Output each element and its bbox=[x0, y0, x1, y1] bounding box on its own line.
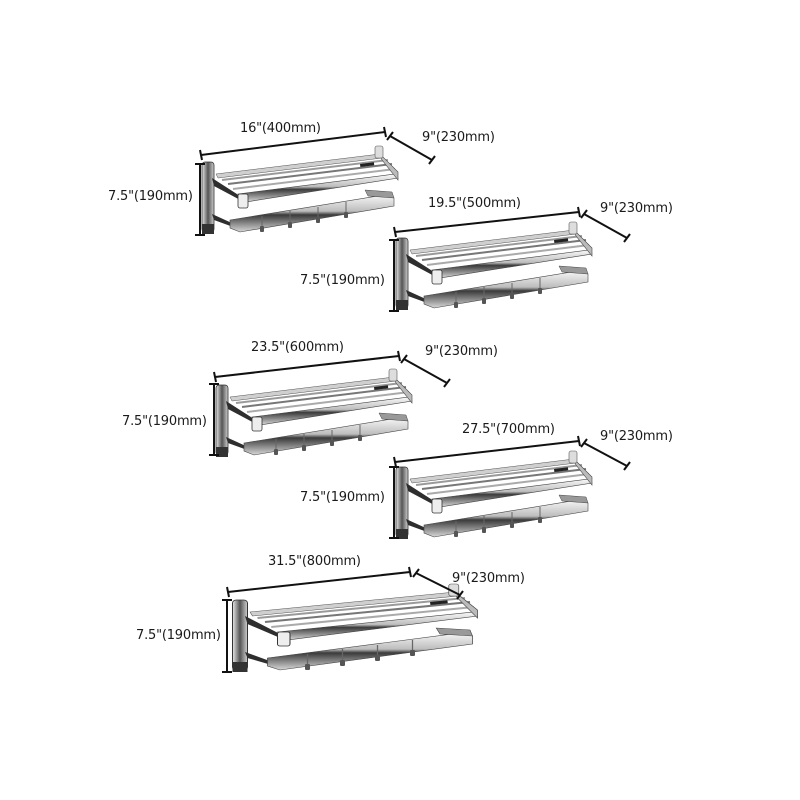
rack-variant-3 bbox=[215, 368, 413, 458]
rack-variant-4 bbox=[395, 450, 593, 540]
rack-variant-1 bbox=[201, 145, 399, 235]
depth-label-1: 9"(230mm) bbox=[422, 130, 495, 145]
width-label-4: 27.5"(700mm) bbox=[462, 422, 555, 437]
depth-label-3: 9"(230mm) bbox=[425, 344, 498, 359]
width-label-5: 31.5"(800mm) bbox=[268, 554, 361, 569]
depth-label-5: 9"(230mm) bbox=[452, 571, 525, 586]
width-label-1: 16"(400mm) bbox=[240, 121, 321, 136]
height-label-1: 7.5"(190mm) bbox=[108, 189, 193, 204]
rack-variant-2 bbox=[395, 221, 593, 311]
height-label-5: 7.5"(190mm) bbox=[136, 628, 221, 643]
height-label-2: 7.5"(190mm) bbox=[300, 273, 385, 288]
depth-label-2: 9"(230mm) bbox=[600, 201, 673, 216]
dim-lines-2 bbox=[389, 206, 631, 312]
dim-lines-1 bbox=[195, 126, 436, 236]
height-label-3: 7.5"(190mm) bbox=[122, 414, 207, 429]
depth-label-4: 9"(230mm) bbox=[600, 429, 673, 444]
height-label-4: 7.5"(190mm) bbox=[300, 490, 385, 505]
dim-lines-5 bbox=[222, 566, 464, 673]
dim-lines-4 bbox=[389, 435, 631, 539]
dim-lines-3 bbox=[209, 350, 451, 456]
rack-variant-5 bbox=[231, 582, 479, 674]
width-label-2: 19.5"(500mm) bbox=[428, 196, 521, 211]
width-label-3: 23.5"(600mm) bbox=[251, 340, 344, 355]
